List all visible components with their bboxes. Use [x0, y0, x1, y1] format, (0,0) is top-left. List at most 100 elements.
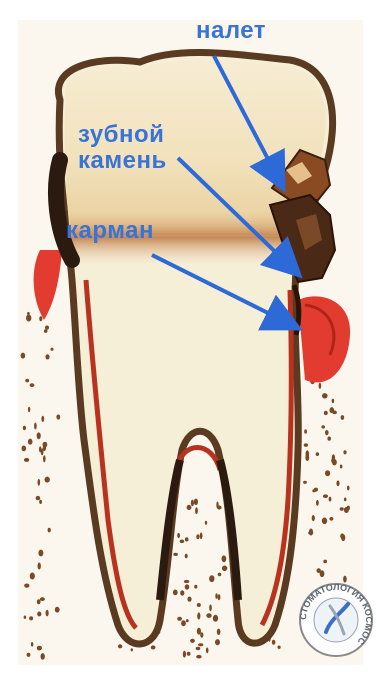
bone-speckle: [278, 646, 281, 649]
bone-speckle: [198, 643, 203, 646]
bone-speckle: [185, 537, 189, 541]
bone-speckle: [38, 479, 41, 486]
bone-speckle: [25, 379, 29, 383]
bone-speckle: [180, 540, 185, 544]
bone-speckle: [216, 502, 218, 509]
bone-speckle: [24, 458, 29, 462]
bone-speckle: [325, 470, 330, 476]
bone-speckle: [39, 316, 42, 321]
bone-speckle: [196, 534, 199, 539]
bone-speckle: [304, 443, 308, 446]
bone-speckle: [329, 497, 332, 502]
bone-speckle: [319, 383, 322, 389]
bone-speckle: [330, 407, 335, 413]
bone-speckle: [341, 534, 345, 541]
bone-speckle: [26, 315, 31, 322]
bone-speckle: [173, 553, 178, 556]
bone-speckle: [222, 566, 227, 572]
bone-speckle: [31, 642, 33, 647]
bone-speckle: [183, 651, 186, 658]
bone-speckle: [222, 555, 227, 562]
bone-speckle: [41, 416, 44, 422]
bone-speckle: [303, 481, 307, 484]
bone-speckle: [187, 597, 191, 602]
bone-speckle: [173, 590, 178, 596]
bone-speckle: [341, 415, 345, 420]
bone-speckle: [22, 446, 27, 452]
bone-speckle: [29, 616, 33, 620]
bone-speckle: [41, 448, 44, 455]
bone-speckle: [195, 507, 198, 514]
clinic-seal-logo: СТОМАТОЛОГИЯ КОСМОС: [298, 582, 374, 656]
bone-speckle: [218, 594, 221, 600]
bone-speckle: [41, 653, 45, 660]
bone-speckle: [38, 550, 43, 557]
bone-speckle: [177, 533, 180, 538]
bone-speckle: [197, 603, 201, 607]
bone-speckle: [215, 639, 220, 645]
bone-speckle: [180, 590, 184, 595]
bone-speckle: [37, 646, 42, 651]
bone-speckle: [151, 645, 156, 649]
bone-speckle: [186, 619, 189, 622]
bone-speckle: [332, 399, 335, 403]
bone-speckle: [194, 585, 197, 589]
bone-speckle: [205, 521, 207, 525]
bone-speckle: [23, 426, 26, 430]
bone-speckle: [321, 425, 325, 428]
bone-speckle: [27, 653, 31, 657]
bone-speckle: [55, 607, 60, 613]
bone-speckle: [217, 629, 221, 635]
bone-speckle: [185, 554, 188, 559]
bone-speckle: [44, 329, 48, 333]
bone-speckle: [200, 533, 203, 540]
label-plaque: налет: [196, 18, 266, 44]
bone-speckle: [322, 393, 328, 398]
bone-speckle: [187, 505, 192, 510]
bone-speckle: [28, 407, 30, 413]
bone-speckle: [56, 414, 60, 419]
bone-speckle: [45, 326, 49, 330]
bone-speckle: [118, 644, 122, 648]
bone-speckle: [336, 480, 339, 486]
bone-speckle: [24, 616, 27, 619]
bone-speckle: [37, 599, 41, 604]
bone-speckle: [312, 515, 315, 521]
bone-speckle: [309, 529, 313, 536]
bone-speckle: [206, 647, 209, 653]
bone-speckle: [306, 450, 310, 457]
bone-speckle: [340, 465, 343, 469]
bone-speckle: [304, 429, 307, 434]
bone-speckle: [196, 647, 201, 650]
bone-speckle: [347, 506, 350, 511]
label-pocket: карман: [66, 218, 154, 244]
bone-speckle: [187, 652, 191, 656]
bone-speckle: [30, 383, 35, 387]
bone-speckle: [190, 639, 195, 643]
bone-speckle: [316, 500, 319, 506]
bone-speckle: [45, 477, 50, 483]
bone-speckle: [209, 604, 212, 611]
bone-speckle: [200, 632, 203, 638]
bone-speckle: [218, 573, 222, 577]
bone-speckle: [30, 573, 35, 580]
bone-speckle: [40, 597, 45, 601]
bone-speckle: [327, 437, 331, 441]
bone-speckle: [213, 615, 218, 622]
bone-speckle: [48, 528, 51, 533]
bone-speckle: [24, 584, 29, 588]
bone-speckle: [206, 613, 211, 618]
bone-speckle: [197, 628, 201, 635]
bone-speckle: [177, 617, 182, 621]
bone-speckle: [197, 612, 200, 619]
bone-speckle: [28, 439, 33, 445]
bone-speckle: [344, 498, 347, 502]
bone-speckle: [320, 570, 325, 577]
bone-speckle: [215, 593, 217, 599]
bone-speckle: [272, 640, 276, 645]
bone-speckle: [323, 494, 328, 498]
bone-speckle: [324, 411, 328, 415]
bone-speckle: [209, 575, 214, 582]
